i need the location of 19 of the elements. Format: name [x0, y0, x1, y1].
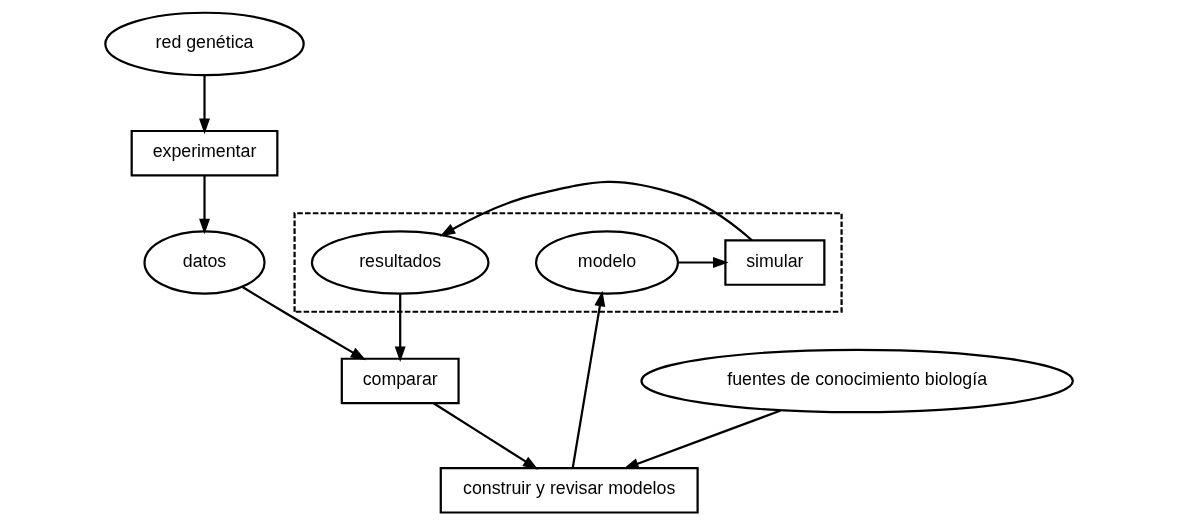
node-box: construir y revisar modelos	[439, 466, 699, 514]
node-box: experimentar	[130, 129, 278, 177]
node-ellipse: fuentes de conocimiento biología	[639, 348, 1074, 414]
node-box: simular	[723, 239, 825, 286]
arrow	[622, 409, 781, 470]
node-box: comparar	[340, 357, 460, 405]
arrow	[432, 402, 538, 470]
arrow	[198, 75, 210, 135]
arrow	[241, 286, 366, 361]
arrow	[439, 180, 753, 242]
arrow	[571, 290, 605, 469]
cluster	[292, 212, 843, 313]
node-ellipse: resultados	[310, 230, 490, 295]
node-ellipse: modelo	[534, 230, 679, 295]
node-ellipse: datos	[142, 230, 266, 295]
arrow	[394, 294, 406, 363]
arrow	[198, 175, 210, 235]
arrow	[677, 257, 729, 268]
node-ellipse: red genética	[103, 11, 305, 77]
